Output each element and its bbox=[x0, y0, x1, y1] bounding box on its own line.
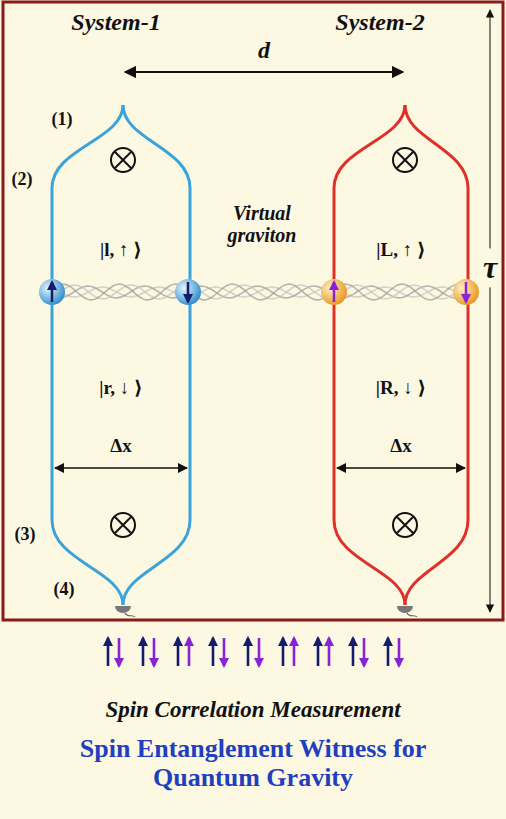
distance-label: d bbox=[258, 37, 270, 63]
spin-arrow bbox=[363, 638, 366, 666]
graviton-wave bbox=[60, 286, 459, 298]
distance-arrow bbox=[125, 71, 403, 73]
field-symbol bbox=[393, 148, 417, 172]
spin-particle bbox=[39, 279, 65, 305]
spin-arrow bbox=[317, 638, 320, 666]
spin-arrow bbox=[258, 638, 261, 666]
system-label: System-1 bbox=[71, 9, 160, 35]
time-label: τ bbox=[480, 248, 500, 287]
graviton-wave bbox=[60, 284, 459, 300]
spin-arrow bbox=[328, 638, 331, 666]
field-symbol bbox=[111, 148, 135, 172]
spin-arrow bbox=[387, 638, 390, 666]
state-label: |l, ↑ ⟩ bbox=[100, 240, 142, 261]
title: Spin Entanglement Witness for Quantum Gr… bbox=[43, 735, 463, 792]
width-arrow bbox=[55, 467, 187, 469]
spin-arrow bbox=[352, 638, 355, 666]
caption-label: Spin Correlation Measurement bbox=[105, 697, 400, 722]
field-symbol bbox=[111, 513, 135, 537]
field-symbol bbox=[393, 513, 417, 537]
spin-arrow bbox=[293, 638, 296, 666]
detector bbox=[115, 606, 417, 617]
callout-number: (3) bbox=[15, 525, 36, 545]
dimension-label: Δx bbox=[390, 436, 411, 457]
graviton-label: Virtual graviton bbox=[207, 202, 317, 246]
callout-number: (1) bbox=[52, 110, 73, 130]
state-label: |R, ↓ ⟩ bbox=[376, 378, 426, 399]
callout-number: (4) bbox=[54, 580, 75, 600]
graviton-wave bbox=[60, 285, 459, 299]
spin-particle bbox=[321, 279, 347, 305]
system-label: System-2 bbox=[335, 9, 424, 35]
interferometer-arm bbox=[405, 105, 468, 605]
spin-arrow bbox=[118, 638, 121, 666]
spin-arrow bbox=[398, 638, 401, 666]
graviton-wave bbox=[60, 284, 459, 300]
spin-arrows bbox=[108, 638, 399, 666]
state-label: |r, ↓ ⟩ bbox=[99, 378, 142, 399]
frame bbox=[3, 2, 503, 620]
time-arrow bbox=[489, 10, 490, 612]
magnetic-field-symbol bbox=[111, 148, 417, 537]
spin-arrow bbox=[153, 638, 156, 666]
spin-particle bbox=[175, 279, 201, 305]
spin-arrow bbox=[223, 638, 226, 666]
spin-arrow bbox=[142, 638, 145, 666]
detector bbox=[115, 606, 135, 617]
state-label: |L, ↑ ⟩ bbox=[376, 240, 425, 261]
spin-arrow bbox=[282, 638, 285, 666]
spin-arrow bbox=[177, 638, 180, 666]
dimension-label: Δx bbox=[110, 436, 131, 457]
spin-arrow bbox=[247, 638, 250, 666]
callout-number: (2) bbox=[12, 170, 33, 190]
spin-arrow bbox=[212, 638, 215, 666]
width-arrow bbox=[337, 467, 465, 469]
spin-particle bbox=[453, 279, 479, 305]
detector bbox=[397, 606, 417, 617]
spin-arrow bbox=[107, 638, 110, 666]
particle bbox=[39, 279, 479, 305]
spin-arrow bbox=[188, 638, 191, 666]
